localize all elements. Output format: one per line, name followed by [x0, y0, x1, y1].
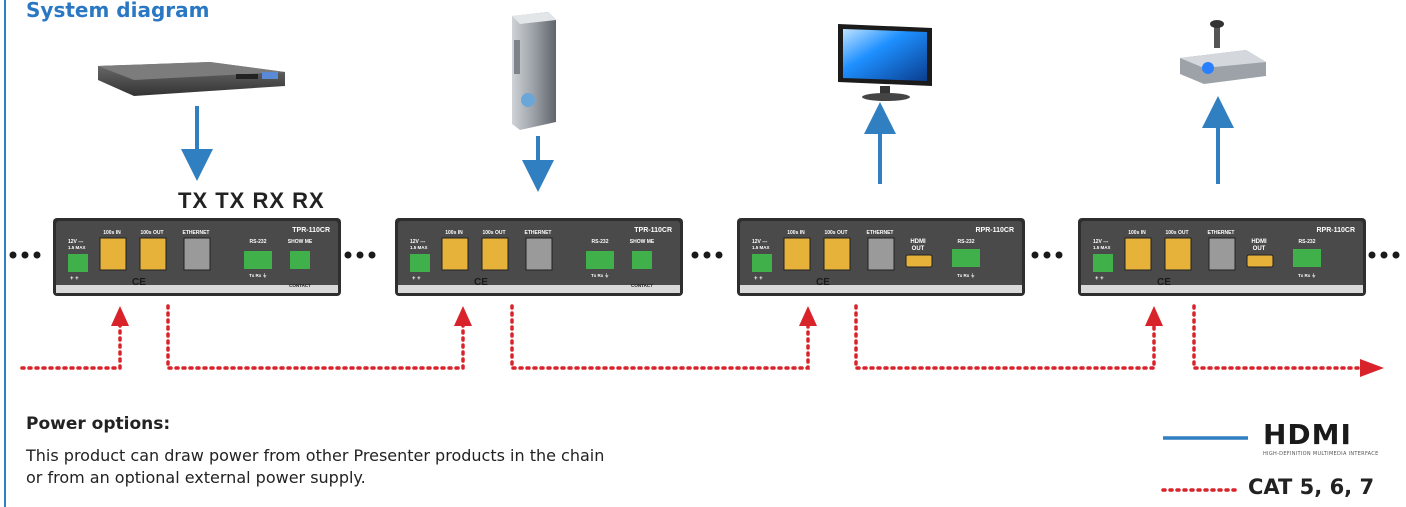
show-me-connector	[632, 251, 652, 269]
port5-label: SHOW ME	[630, 239, 655, 245]
unit-base	[1081, 285, 1363, 293]
port3-label: ETHERNET	[525, 230, 552, 236]
rs232-connector	[1293, 249, 1321, 267]
cat-links	[20, 304, 1362, 370]
power-polarity: + +	[754, 276, 763, 282]
port4-sub-label: OUT	[1253, 246, 1266, 252]
ce-mark: CE	[1157, 277, 1171, 288]
power-connector	[752, 254, 772, 272]
port1-label: 100s IN	[1128, 230, 1146, 236]
port4-label: HDMI	[910, 239, 926, 245]
rs232-sub-label: Tx Rx ⏚	[957, 272, 975, 279]
port2-rj45	[1164, 237, 1192, 271]
rs232-sub-label: Tx Rx ⏚	[591, 272, 609, 279]
port1-rj45	[441, 237, 469, 271]
set-top-box-icon	[98, 62, 285, 96]
unit-power-sub: 1.5 MAX	[752, 245, 770, 250]
extender-unit-4: RPR-110CR 12V ---1.5 MAX + + 100s IN 100s OU…	[1078, 218, 1366, 296]
hdmi-port	[1246, 254, 1274, 268]
port4-label: RS-232	[250, 239, 267, 245]
port3-label: ETHERNET	[183, 230, 210, 236]
ethernet-port	[867, 237, 895, 271]
port1-rj45	[1124, 237, 1152, 271]
tx-rx-label: TX TX RX RX	[178, 188, 325, 213]
page-title: System diagram	[26, 0, 210, 22]
port5-label: RS-232	[958, 239, 975, 245]
port4-sub-label: OUT	[912, 246, 925, 252]
ethernet-port	[1208, 237, 1236, 271]
unit-power-label: 12V ---	[68, 239, 84, 245]
port4-label: RS-232	[592, 239, 609, 245]
unit-power-label: 12V ---	[1093, 239, 1109, 245]
port2-label: 100s OUT	[1165, 230, 1188, 236]
port4-label: HDMI	[1251, 239, 1267, 245]
unit-model-label: TPR-110CR	[292, 227, 330, 234]
unit-model-label: RPR-110CR	[1316, 227, 1355, 234]
power-line-2: or from an optional external power suppl…	[26, 468, 366, 487]
power-polarity: + +	[412, 276, 421, 282]
power-connector	[1093, 254, 1113, 272]
unit-power-sub: 1.5 MAX	[410, 245, 428, 250]
unit-model-label: TPR-110CR	[634, 227, 672, 234]
hdmi-port	[905, 254, 933, 268]
rs232-connector	[244, 251, 272, 269]
unit-base	[398, 285, 680, 293]
port2-rj45	[139, 237, 167, 271]
port1-rj45	[783, 237, 811, 271]
extender-unit-2: TPR-110CR 12V ---1.5 MAX + + 100s IN 100s OU…	[395, 218, 683, 296]
port2-label: 100s OUT	[482, 230, 505, 236]
chain-dots	[9, 251, 1400, 259]
ce-mark: CE	[816, 277, 830, 288]
frame-line	[4, 0, 6, 507]
port2-rj45	[823, 237, 851, 271]
tv-icon	[838, 24, 932, 101]
power-connector	[410, 254, 430, 272]
port1-label: 100s IN	[787, 230, 805, 236]
port5-label: SHOW ME	[288, 239, 313, 245]
port2-label: 100s OUT	[140, 230, 163, 236]
rs232-connector	[952, 249, 980, 267]
game-console-icon	[512, 12, 556, 130]
port1-label: 100s IN	[103, 230, 121, 236]
unit-power-label: 12V ---	[410, 239, 426, 245]
hdmi-logo: HDMI	[1263, 418, 1352, 451]
rs232-connector	[586, 251, 614, 269]
unit-power-sub: 1.5 MAX	[1093, 245, 1111, 250]
unit-base	[740, 285, 1022, 293]
ethernet-port	[525, 237, 553, 271]
port1-label: 100s IN	[445, 230, 463, 236]
unit-power-sub: 1.5 MAX	[68, 245, 86, 250]
port5-label: RS-232	[1299, 239, 1316, 245]
rs232-sub-label: Tx Rx ⏚	[1298, 272, 1316, 279]
power-polarity: + +	[1095, 276, 1104, 282]
port3-label: ETHERNET	[867, 230, 894, 236]
cat-arrowheads	[111, 306, 1384, 377]
rs232-sub-label: Tx Rx ⏚	[249, 272, 267, 279]
ce-mark: CE	[474, 277, 488, 288]
power-options-title: Power options:	[26, 414, 171, 434]
unit-power-label: 12V ---	[752, 239, 768, 245]
hdmi-tagline: HIGH-DEFINITION MULTIMEDIA INTERFACE	[1263, 451, 1379, 457]
power-options-description: This product can draw power from other P…	[26, 445, 604, 489]
contact-label: CONTACT	[289, 283, 311, 288]
port2-rj45	[481, 237, 509, 271]
projector-icon	[1180, 20, 1266, 84]
cat-label: CAT 5, 6, 7	[1248, 475, 1375, 499]
power-polarity: + +	[70, 276, 79, 282]
port1-rj45	[99, 237, 127, 271]
ethernet-port	[183, 237, 211, 271]
show-me-connector	[290, 251, 310, 269]
port3-label: ETHERNET	[1208, 230, 1235, 236]
ce-mark: CE	[132, 277, 146, 288]
port2-label: 100s OUT	[824, 230, 847, 236]
power-line-1: This product can draw power from other P…	[26, 446, 605, 465]
extender-unit-3: RPR-110CR 12V ---1.5 MAX + + 100s IN 100s OU…	[737, 218, 1025, 296]
extender-unit-1: TPR-110CR 12V ---1.5 MAX + + 100s IN 100s OU…	[53, 218, 341, 296]
contact-label: CONTACT	[631, 283, 653, 288]
power-connector	[68, 254, 88, 272]
unit-model-label: RPR-110CR	[975, 227, 1014, 234]
unit-base	[56, 285, 338, 293]
